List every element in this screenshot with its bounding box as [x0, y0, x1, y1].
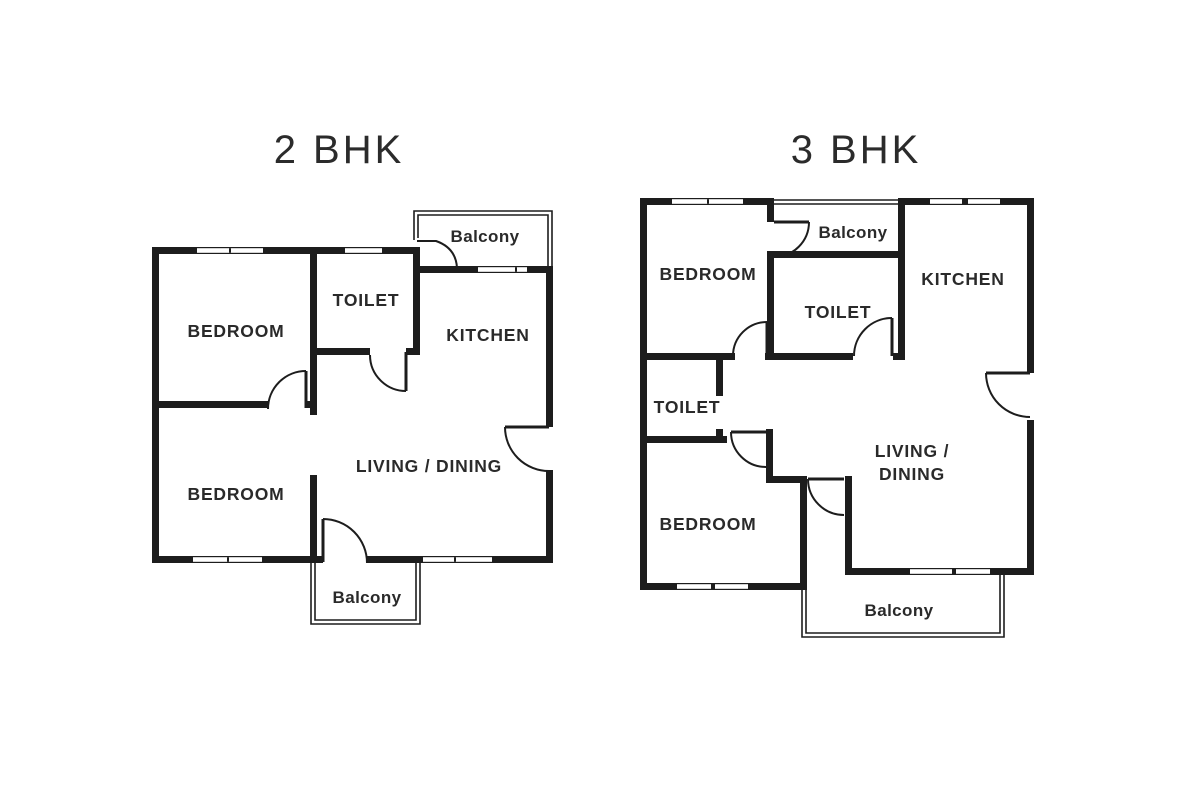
room-label-living-line1: LIVING / — [875, 441, 949, 461]
room-label-balcony-top: Balcony — [451, 227, 520, 246]
room-label-toilet-top: TOILET — [805, 302, 872, 322]
wall — [800, 476, 807, 590]
room-label-bedroom-bottom: BEDROOM — [188, 484, 285, 504]
wall — [898, 198, 905, 360]
wall — [305, 401, 317, 408]
wall — [310, 475, 317, 563]
room-label-kitchen: KITCHEN — [921, 269, 1004, 289]
wall — [310, 247, 317, 415]
room-label-balcony-bottom: Balcony — [865, 601, 934, 620]
wall — [766, 476, 807, 483]
wall — [640, 353, 735, 360]
wall — [766, 429, 773, 483]
room-label-kitchen: KITCHEN — [446, 325, 529, 345]
room-label-balcony-top: Balcony — [819, 223, 888, 242]
wall — [1027, 198, 1034, 373]
door — [730, 220, 1031, 516]
plan-title: 3 BHK — [791, 128, 922, 172]
wall — [640, 198, 647, 590]
plan-2bhk: 2 BHK — [152, 128, 553, 625]
wall — [716, 360, 723, 396]
plan-3bhk: 3 BHK — [640, 128, 1034, 638]
room-label-bedroom-top: BEDROOM — [188, 321, 285, 341]
room-label-bedroom-bottom: BEDROOM — [660, 514, 757, 534]
room-label-toilet: TOILET — [333, 290, 400, 310]
wall — [767, 251, 905, 258]
wall — [767, 198, 774, 222]
room-label-toilet-left: TOILET — [654, 397, 721, 417]
wall — [640, 436, 727, 443]
balcony-outline — [774, 199, 898, 205]
room-label-bedroom-top: BEDROOM — [660, 264, 757, 284]
room-label-living-dining: LIVING / DINING — [356, 456, 502, 476]
wall — [310, 348, 370, 355]
room-label-balcony-bottom: Balcony — [333, 588, 402, 607]
wall — [152, 401, 268, 408]
plan-title: 2 BHK — [274, 128, 405, 172]
window — [193, 248, 527, 562]
wall — [845, 476, 852, 575]
wall — [1027, 420, 1034, 575]
wall — [413, 247, 420, 355]
wall — [893, 353, 905, 360]
balcony-outline — [310, 563, 421, 625]
balcony-outline — [413, 210, 553, 269]
door — [267, 240, 550, 564]
wall — [765, 353, 853, 360]
balcony-outline — [801, 575, 1005, 638]
wall — [767, 253, 774, 360]
room-label-living-line2: DINING — [879, 464, 945, 484]
wall — [152, 247, 418, 254]
wall — [546, 266, 553, 427]
wall — [406, 348, 420, 355]
wall — [898, 198, 1034, 205]
window — [672, 199, 1000, 589]
wall — [546, 470, 553, 563]
